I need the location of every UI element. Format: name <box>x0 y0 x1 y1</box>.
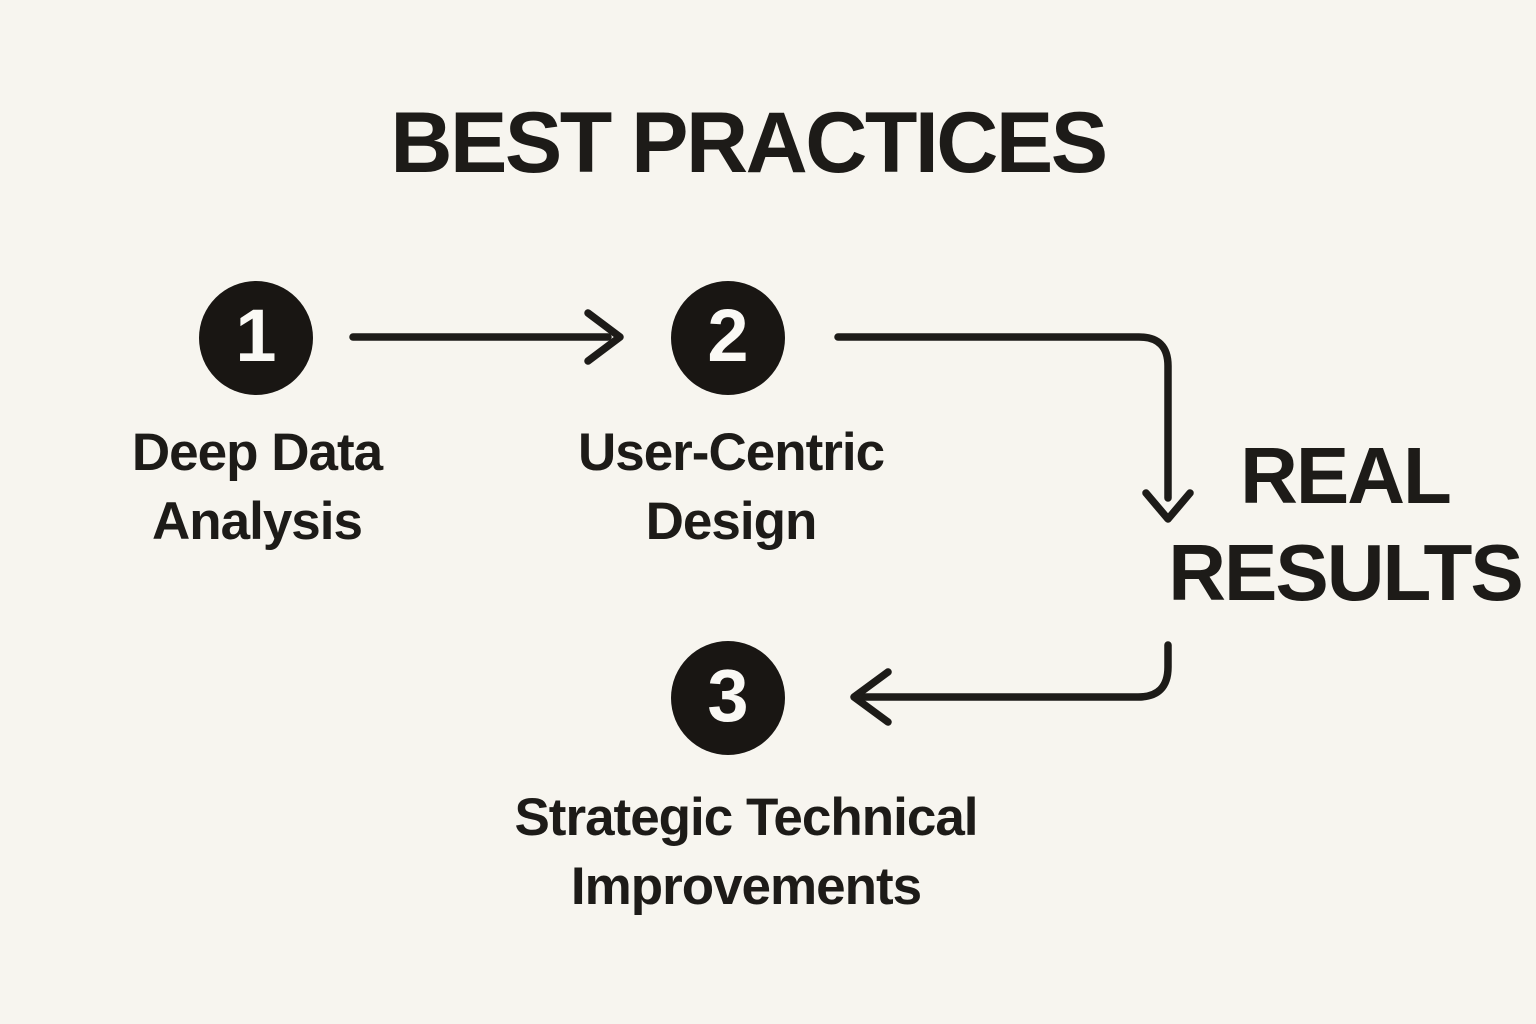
step-label-3: Strategic Technical Improvements <box>471 783 1021 921</box>
step-circle-2: 2 <box>671 281 785 395</box>
step-number-3: 3 <box>707 654 749 737</box>
arrow-step-1-to-step-2-icon <box>349 309 624 365</box>
result-label-line-1: REAL <box>1240 431 1452 520</box>
step-circle-1: 1 <box>199 281 313 395</box>
step-label-1-line-2: Analysis <box>151 492 363 551</box>
step-label-2: User-Centric Design <box>531 418 931 556</box>
step-number-2: 2 <box>707 294 749 377</box>
result-label-line-2: RESULTS <box>1168 528 1523 617</box>
step-label-3-line-1: Strategic Technical <box>514 788 978 847</box>
step-number-1: 1 <box>235 294 277 377</box>
step-label-2-line-2: Design <box>645 492 818 551</box>
step-circle-3: 3 <box>671 641 785 755</box>
arrow-results-to-step-3-icon <box>850 641 1172 726</box>
page-title: BEST PRACTICES <box>390 95 1108 191</box>
step-label-1: Deep Data Analysis <box>57 418 457 556</box>
step-label-3-line-2: Improvements <box>570 857 922 916</box>
arrow-step-2-to-results-icon <box>834 333 1194 523</box>
result-label: REAL RESULTS <box>1095 427 1536 621</box>
step-label-1-line-1: Deep Data <box>131 423 383 482</box>
step-label-2-line-1: User-Centric <box>577 423 885 482</box>
